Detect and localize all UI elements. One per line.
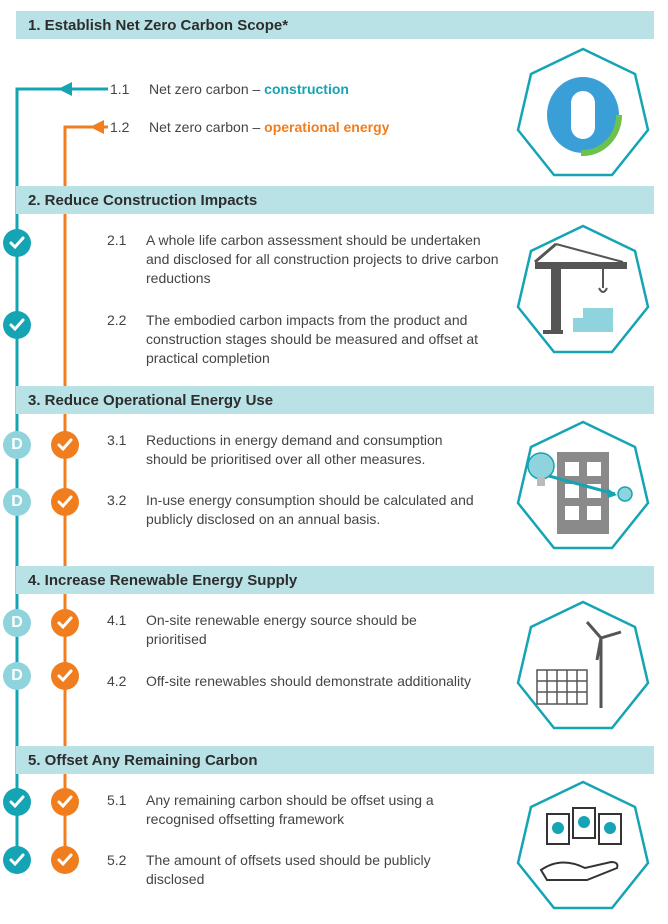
- orange-check-icon: [51, 788, 79, 816]
- disclose-letter: D: [11, 667, 23, 684]
- section-header-1: 1. Establish Net Zero Carbon Scope*: [16, 11, 654, 39]
- item-number: 2.1: [107, 232, 127, 248]
- item-number: 5.1: [107, 792, 127, 808]
- teal-check-icon: [3, 229, 31, 257]
- teal-check-icon: [3, 846, 31, 874]
- section-header-5: 5. Offset Any Remaining Carbon: [16, 746, 654, 774]
- scope-highlight: construction: [264, 81, 349, 97]
- disclose-letter: D: [11, 493, 23, 510]
- teal-check-icon: [3, 788, 31, 816]
- disclose-d-icon: D: [3, 609, 31, 637]
- item-text: The embodied carbon impacts from the pro…: [146, 312, 479, 366]
- item-text: A whole life carbon assessment should be…: [146, 232, 499, 286]
- section-title: 4. Increase Renewable Energy Supply: [28, 572, 298, 589]
- crane-icon: [513, 222, 653, 362]
- item-text: Reductions in energy demand and consumpt…: [146, 432, 443, 467]
- item-text: The amount of offsets used should be pub…: [146, 852, 431, 887]
- teal-check-icon: [3, 311, 31, 339]
- scope-highlight: operational energy: [264, 119, 390, 135]
- scope-number: 1.1: [110, 81, 130, 97]
- item-number: 4.2: [107, 673, 127, 689]
- orange-check-icon: [51, 488, 79, 516]
- scope-prefix: Net zero carbon –: [149, 119, 265, 135]
- disclose-letter: D: [11, 436, 23, 453]
- construction-arrow: [58, 82, 72, 96]
- orange-check-icon: [51, 431, 79, 459]
- item-text: Any remaining carbon should be offset us…: [146, 792, 434, 827]
- scope-line: Net zero carbon – operational energy: [149, 118, 389, 137]
- wind-solar-icon: [513, 598, 653, 738]
- logo-icon: [513, 45, 653, 185]
- scope-line: Net zero carbon – construction: [149, 80, 349, 99]
- item-number: 2.2: [107, 312, 127, 328]
- section-title: 2. Reduce Construction Impacts: [28, 192, 258, 209]
- section-header-3: 3. Reduce Operational Energy Use: [16, 386, 654, 414]
- section-header-4: 4. Increase Renewable Energy Supply: [16, 566, 654, 594]
- scope-number: 1.2: [110, 119, 130, 135]
- item-text: In-use energy consumption should be calc…: [146, 492, 474, 527]
- item-text: On-site renewable energy source should b…: [146, 612, 417, 647]
- orange-check-icon: [51, 846, 79, 874]
- section-header-2: 2. Reduce Construction Impacts: [16, 186, 654, 214]
- building-bulb-icon: [513, 418, 653, 558]
- certificates-hand-icon: [513, 778, 653, 918]
- section-title: 1. Establish Net Zero Carbon Scope*: [28, 17, 289, 34]
- item-number: 5.2: [107, 852, 127, 868]
- disclose-d-icon: D: [3, 431, 31, 459]
- item-number: 3.1: [107, 432, 127, 448]
- operational-arrow: [90, 120, 104, 134]
- disclose-d-icon: D: [3, 662, 31, 690]
- disclose-d-icon: D: [3, 488, 31, 516]
- section-title: 5. Offset Any Remaining Carbon: [28, 752, 258, 769]
- item-number: 4.1: [107, 612, 127, 628]
- orange-check-icon: [51, 662, 79, 690]
- disclose-letter: D: [11, 614, 23, 631]
- scope-prefix: Net zero carbon –: [149, 81, 265, 97]
- orange-check-icon: [51, 609, 79, 637]
- item-number: 3.2: [107, 492, 127, 508]
- item-text: Off-site renewables should demonstrate a…: [146, 673, 472, 689]
- section-title: 3. Reduce Operational Energy Use: [28, 392, 274, 409]
- construction-flow-line: [15, 87, 108, 860]
